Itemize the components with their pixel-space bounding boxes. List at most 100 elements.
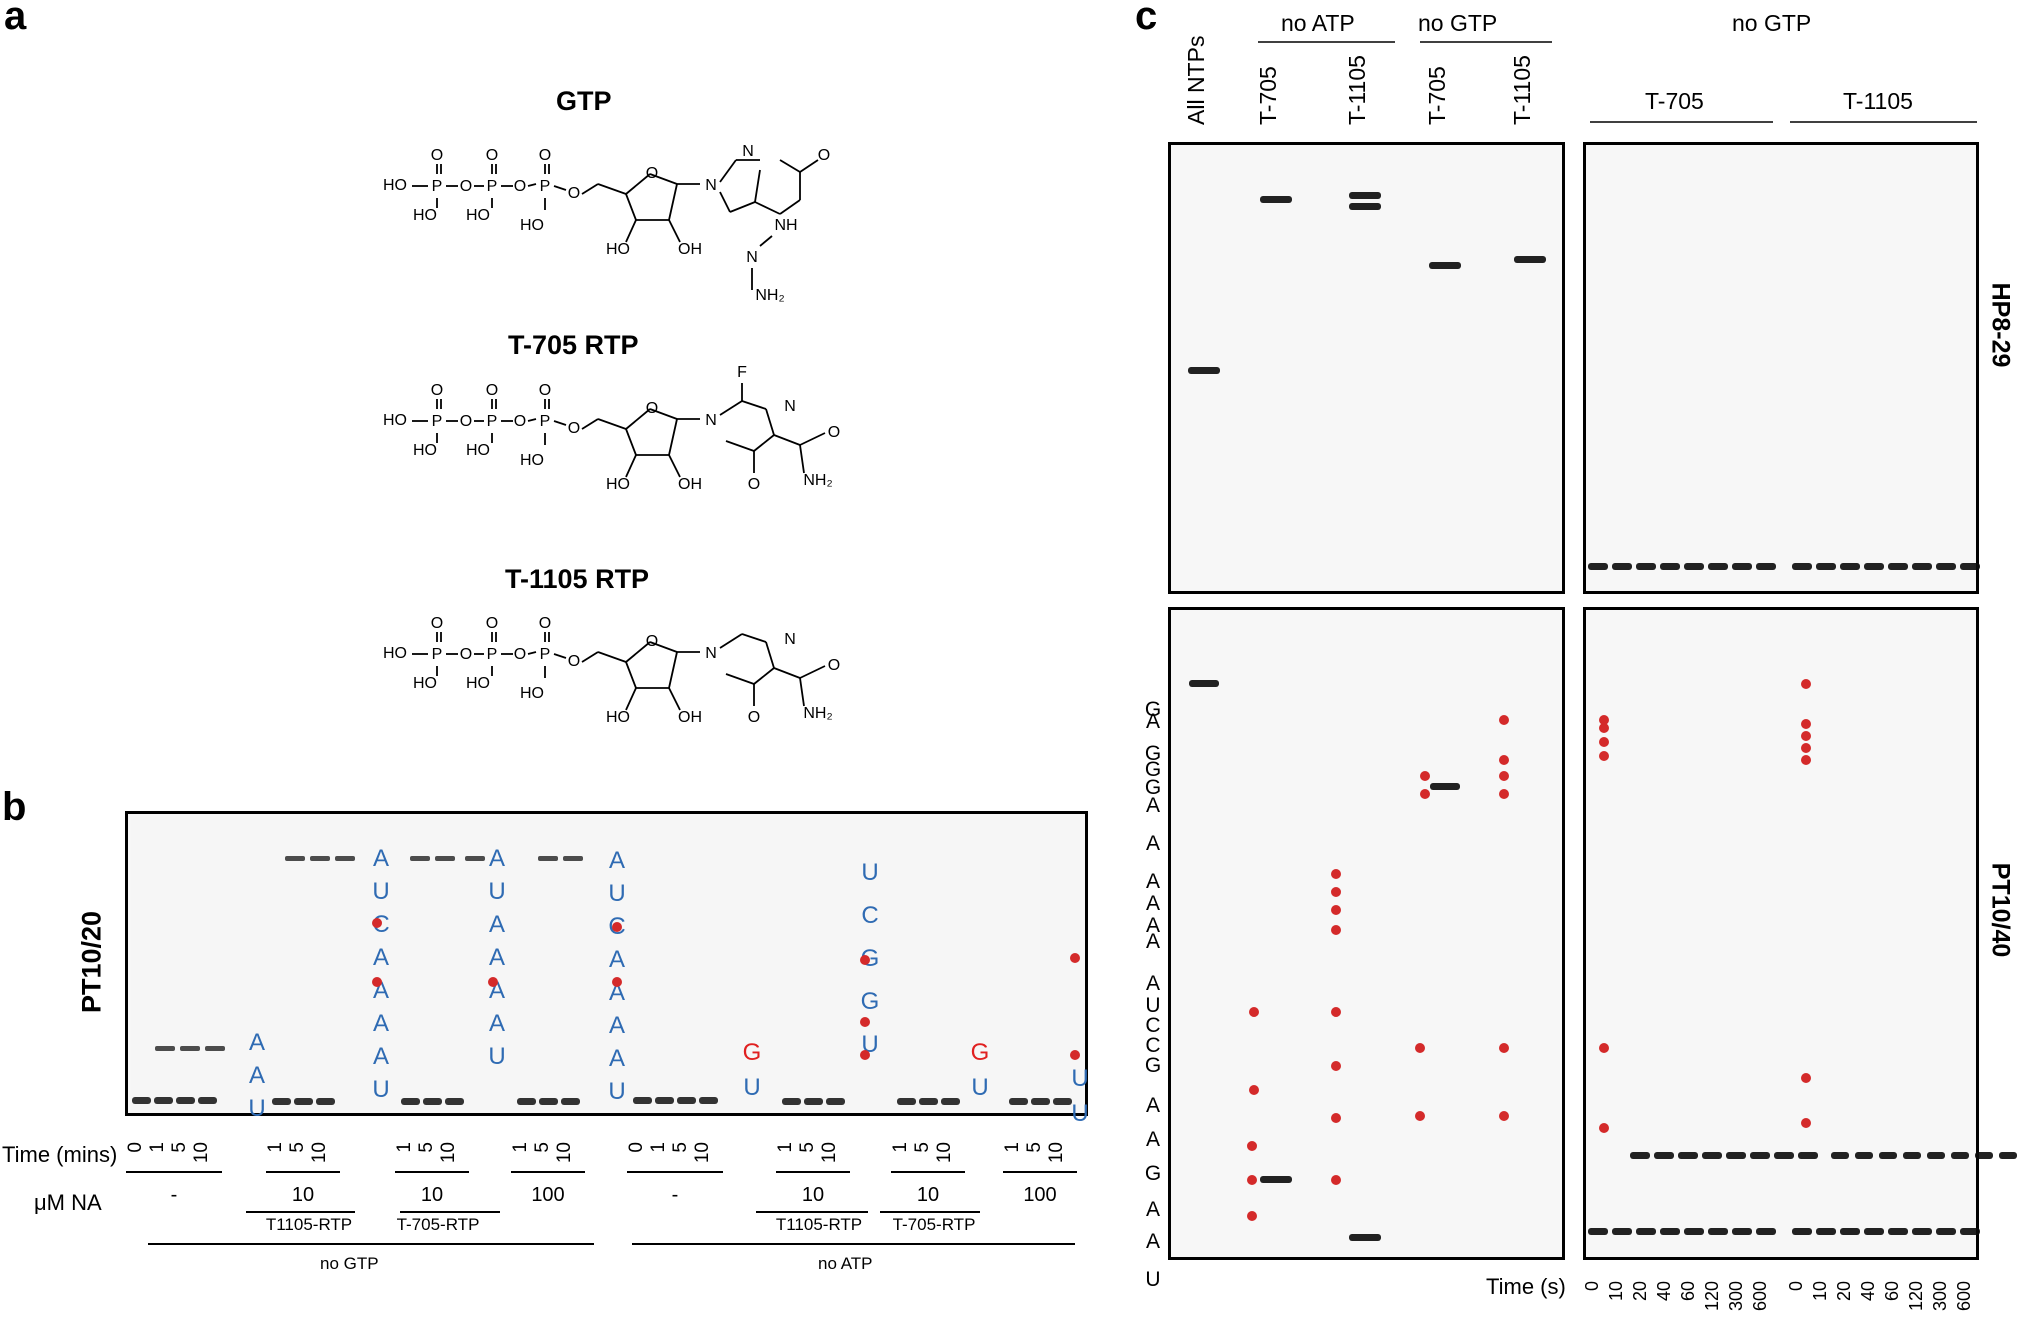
band [310,856,330,861]
time-label: 1 [775,1142,796,1153]
bond [799,432,826,446]
marker-dot [1331,1007,1341,1017]
band [1189,680,1219,687]
sequence-letter: A [373,1043,389,1070]
ladder-letter: G [1145,776,1161,799]
bond [649,641,678,653]
bond [625,454,637,478]
atom-label: HO [466,207,490,224]
band [1514,256,1546,263]
sequence-letter: A [609,1012,625,1039]
band [272,1098,291,1105]
atom-label: P [540,413,551,430]
bond [753,434,775,452]
bond [668,183,678,221]
band [1999,1152,2017,1159]
marker-dot [612,977,622,987]
bond [753,667,775,685]
marker-dot [1415,1111,1425,1121]
ladder-letter: U [1145,994,1160,1017]
atom-label: O [828,424,840,441]
atom-label: O [748,476,760,493]
band [1792,1228,1812,1235]
time-label: 0 [125,1142,146,1153]
band [1888,1228,1908,1235]
band [465,856,485,861]
bond [649,408,678,420]
band [1708,563,1728,570]
atom-label: O [646,400,658,417]
sequence-letter: U [488,1043,505,1070]
band [1927,1152,1945,1159]
na-value: - [171,1184,178,1206]
bond [597,183,627,195]
marker-dot [1801,679,1811,689]
compound-title-t1105: T-1105 RTP [505,564,650,594]
marker-dot [1331,905,1341,915]
band [132,1097,151,1104]
bond [625,408,651,430]
band [1349,1234,1381,1241]
time-label: 0 [1582,1281,1602,1291]
time-label: 1 [648,1142,669,1153]
gel-c-top-right [1583,142,1979,594]
bond [754,201,781,215]
bond [668,651,678,689]
bond [668,219,681,243]
band [1750,1152,1770,1159]
band [1188,367,1220,374]
marker-dot [1599,715,1609,725]
marker-dot [372,977,382,987]
sequence-letter: A [609,946,625,973]
atom-label: HO [413,442,437,459]
marker-dot [488,977,498,987]
sequence-letter: G [743,1039,762,1066]
ladder-letter: A [1146,1094,1160,1117]
band [1430,783,1460,790]
band [1951,1152,1969,1159]
band [1960,563,1980,570]
band [804,1098,823,1105]
band [445,1098,464,1105]
band [1660,1228,1680,1235]
marker-dot [1499,755,1509,765]
time-label: 5 [912,1142,933,1153]
band [782,1098,801,1105]
band [1260,1176,1292,1183]
band [1855,1152,1873,1159]
sequence-letter: A [489,1010,505,1037]
time-label: 1 [1002,1142,1023,1153]
bond [741,400,767,410]
atom-label: P [487,413,498,430]
na-name: T1105-RTP [776,1215,862,1234]
na-value: 10 [802,1184,824,1206]
na-name: T1105-RTP [266,1215,352,1234]
band [1864,1228,1884,1235]
marker-dot [1801,743,1811,753]
time-label: 40 [1858,1281,1878,1301]
ladder-letter: G [1145,1054,1161,1077]
bond [773,434,801,446]
time-label: 1 [510,1142,531,1153]
marker-dot [1801,731,1811,741]
marker-dot [1599,737,1609,747]
atom-label: HO [383,412,407,429]
ladder-letter: A [1146,1230,1160,1253]
atom-label: N [742,143,754,160]
bond [765,641,775,669]
compound-title-t705: T-705 RTP [508,330,639,360]
bond [581,418,599,430]
atom-label: HO [413,207,437,224]
band [1756,563,1776,570]
band [285,856,305,861]
time-label: 10 [934,1142,955,1163]
sequence-letter: A [489,845,505,872]
band [1960,1228,1980,1235]
atom-label: O [431,147,443,164]
band [1816,563,1836,570]
bond [668,687,681,711]
atom-label: O [514,646,526,663]
lane-label: T-1105 [1344,55,1370,125]
ladder-letter: G [1145,698,1161,721]
